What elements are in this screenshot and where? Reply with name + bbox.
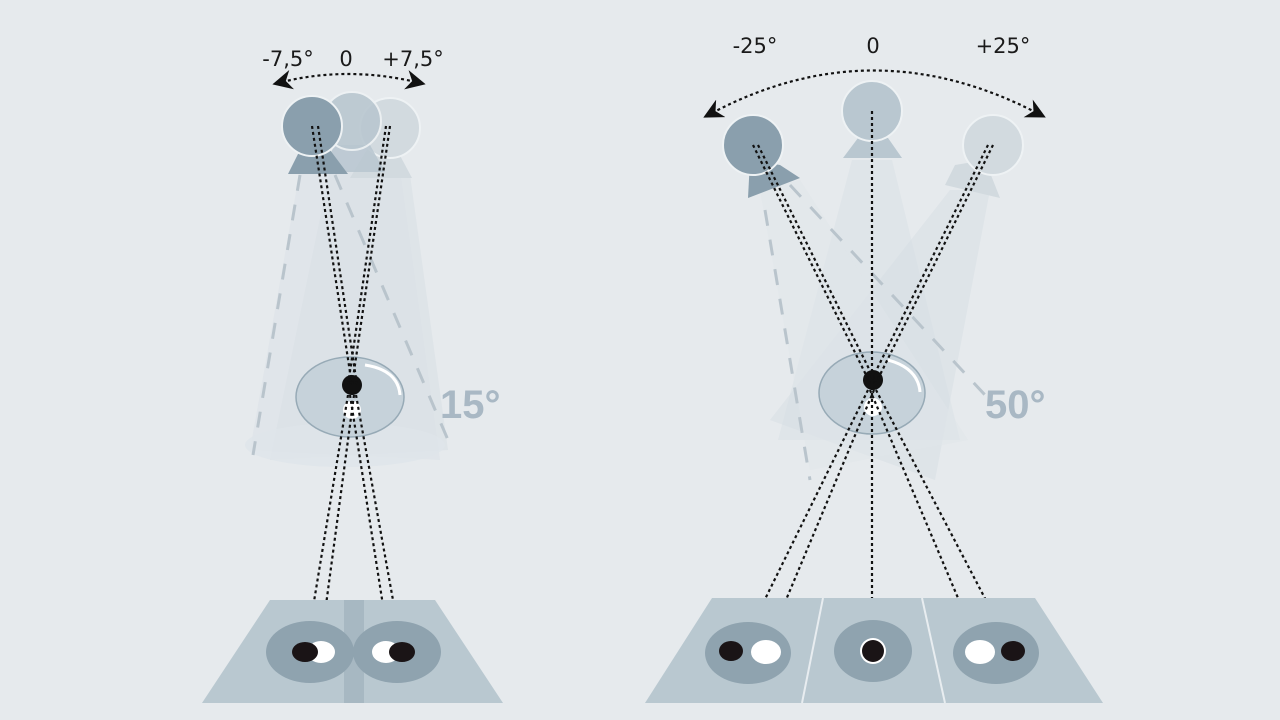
left-panel: -7,5° 0 +7,5° 15° [202, 47, 503, 703]
target-dot [292, 642, 318, 662]
angle-label-zero: 0 [866, 34, 879, 58]
angle-label-plus: +25° [976, 34, 1031, 58]
angle-label-zero: 0 [339, 47, 352, 71]
pupil-dot [342, 375, 362, 395]
field-angle-label: 50° [985, 383, 1046, 427]
pupil-dot [863, 370, 883, 390]
rotation-arc [703, 69, 1046, 118]
angle-label-minus: -7,5° [262, 47, 313, 71]
target-dot [862, 640, 884, 662]
field-angle-label: 15° [440, 383, 501, 427]
field-boundary-right [333, 174, 450, 441]
rotation-arc [272, 70, 426, 90]
angle-label-plus: +7,5° [382, 47, 444, 71]
right-panel: -25° 0 +25° 50° [645, 34, 1103, 704]
angle-label-minus: -25° [733, 34, 778, 58]
